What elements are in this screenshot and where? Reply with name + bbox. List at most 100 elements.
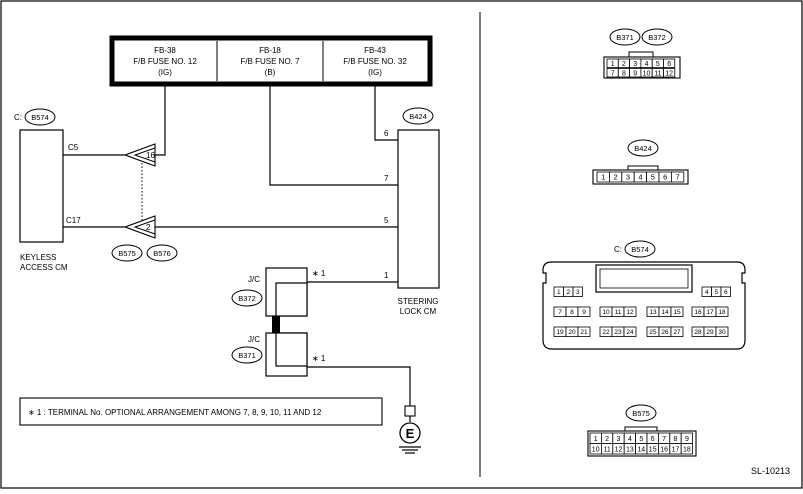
pin-number: 1 bbox=[611, 61, 615, 68]
steering-box bbox=[397, 129, 440, 289]
connector-label: B575 bbox=[632, 409, 650, 418]
terminal-arrow-inner bbox=[133, 219, 156, 235]
connector-oval bbox=[231, 346, 263, 364]
connector-label: B371 bbox=[616, 33, 634, 42]
pin-cell bbox=[715, 306, 729, 317]
connector-prefix: C: bbox=[614, 245, 622, 254]
pin-number: 19 bbox=[556, 329, 564, 336]
pin-number: 23 bbox=[614, 329, 622, 336]
fuse-name: F/B FUSE NO. 7 bbox=[240, 57, 300, 66]
terminal-number: 2 bbox=[146, 223, 151, 232]
pin-number: 12 bbox=[626, 309, 634, 316]
terminal-note: ∗ 1 : TERMINAL No. OPTIONAL ARRANGEMENT … bbox=[19, 397, 383, 426]
pin-cell bbox=[577, 326, 591, 337]
ground-letter: E bbox=[406, 426, 415, 441]
pin-number: 7 bbox=[558, 309, 562, 316]
terminal-arrow bbox=[123, 215, 156, 239]
joint-connector-b372: J/C B372 ∗ 1 bbox=[231, 267, 326, 317]
pin-number: 15 bbox=[673, 309, 681, 316]
pin-number: 16 bbox=[694, 309, 702, 316]
pin-cell bbox=[671, 171, 685, 183]
pin-label: 6 bbox=[384, 129, 389, 138]
component-label: ACCESS CM bbox=[20, 263, 68, 272]
pin-number: 15 bbox=[649, 446, 657, 453]
pin-number: 3 bbox=[626, 173, 630, 182]
pin-number: 9 bbox=[685, 436, 689, 443]
pin-number: 29 bbox=[706, 329, 714, 336]
wires bbox=[63, 84, 411, 406]
jc-label: J/C bbox=[248, 275, 260, 284]
terminal-arrow bbox=[123, 143, 156, 167]
jc-inner bbox=[275, 332, 308, 367]
pin-number: 5 bbox=[639, 436, 643, 443]
pin-cell bbox=[670, 326, 684, 337]
pin-number: 17 bbox=[672, 446, 680, 453]
pin-number: 16 bbox=[660, 446, 668, 453]
pin-cell bbox=[670, 306, 684, 317]
jc-mark: ∗ 1 bbox=[312, 354, 326, 363]
pin-number: 5 bbox=[714, 289, 718, 296]
junction-terminal-2: 2 bbox=[123, 215, 156, 239]
connector-oval bbox=[641, 28, 673, 46]
fuse-type: (IG) bbox=[158, 68, 172, 77]
note-text: ∗ 1 : TERMINAL No. OPTIONAL ARRANGEMENT … bbox=[28, 408, 322, 417]
pin-cell bbox=[663, 68, 676, 78]
pin-number: 8 bbox=[622, 70, 626, 77]
pin-number: 27 bbox=[673, 329, 681, 336]
junction-connectors: B575 B576 bbox=[111, 244, 178, 262]
note-box bbox=[19, 397, 383, 426]
pin-number: 9 bbox=[582, 309, 586, 316]
component-label: KEYLESS bbox=[20, 253, 56, 262]
pin-number: 8 bbox=[570, 309, 574, 316]
wire bbox=[155, 84, 166, 156]
fuse-box: FB-38 F/B FUSE NO. 12 (IG) FB-18 F/B FUS… bbox=[109, 35, 433, 87]
pin-number: 4 bbox=[628, 436, 632, 443]
pin-number: 8 bbox=[674, 436, 678, 443]
terminal-arrow-inner bbox=[133, 147, 156, 163]
pin-cell bbox=[623, 306, 637, 317]
figure-id: SL-10213 bbox=[751, 466, 790, 476]
jc-link-bar bbox=[272, 316, 280, 333]
connector-key bbox=[624, 426, 658, 431]
connector-oval bbox=[625, 404, 657, 422]
component-label: LOCK CM bbox=[400, 307, 437, 316]
jc-label: J/C bbox=[248, 335, 260, 344]
connector-oval bbox=[627, 139, 659, 157]
connector-key bbox=[628, 51, 654, 57]
pin-cell bbox=[720, 286, 731, 297]
pin-cell bbox=[577, 306, 591, 317]
connector-label: B372 bbox=[238, 294, 256, 303]
connector-label: B372 bbox=[648, 33, 666, 42]
pin-number: 21 bbox=[580, 329, 588, 336]
pin-number: 1 bbox=[594, 436, 598, 443]
junction-terminal-16: 16 bbox=[123, 143, 156, 167]
pin-number: 1 bbox=[601, 173, 605, 182]
pin-number: 2 bbox=[614, 173, 618, 182]
pin-number: 25 bbox=[649, 329, 657, 336]
pin-number: 3 bbox=[576, 289, 580, 296]
fuse-id: FB-43 bbox=[364, 46, 386, 55]
ground-terminal bbox=[404, 405, 416, 417]
wire bbox=[374, 84, 398, 141]
pin-number: 18 bbox=[718, 309, 726, 316]
wire bbox=[307, 366, 411, 406]
pin-number: 11 bbox=[654, 70, 661, 77]
terminal-number: 16 bbox=[146, 151, 155, 160]
pin-number: 22 bbox=[602, 329, 610, 336]
jc-mark: ∗ 1 bbox=[312, 269, 326, 278]
keyless-box bbox=[19, 129, 64, 243]
pin-number: 6 bbox=[663, 173, 667, 182]
pin-cell bbox=[663, 58, 676, 68]
connector-key bbox=[627, 165, 659, 170]
pin-number: 9 bbox=[633, 70, 637, 77]
pin-number: 11 bbox=[603, 446, 610, 453]
jc-inner bbox=[275, 282, 308, 317]
fuse-id: FB-18 bbox=[259, 46, 281, 55]
